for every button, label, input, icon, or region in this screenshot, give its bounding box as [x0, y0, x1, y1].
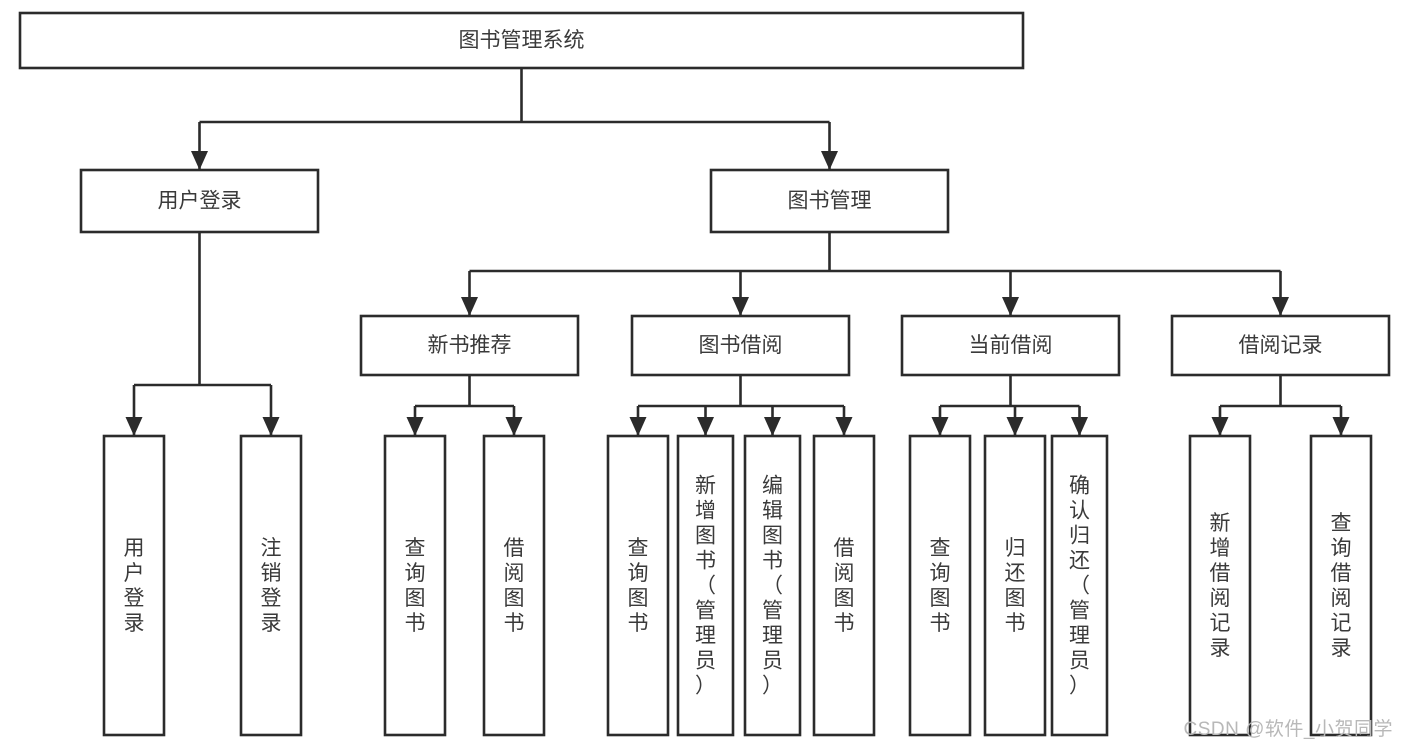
arrow-head-icon — [191, 151, 208, 170]
node-book-borrow-label: 图书借阅 — [699, 334, 783, 357]
node-leaf-confirm-return-admin-label: 确认归还（管理员） — [1069, 475, 1090, 698]
node-current-borrow[interactable]: 当前借阅 — [900, 314, 1121, 377]
node-user-login[interactable]: 用户登录 — [79, 168, 320, 234]
node-leaf-query-book-cur-label: 查询图书 — [930, 537, 951, 635]
node-leaf-add-borrow-record-label: 新增借阅记录 — [1210, 512, 1231, 660]
node-leaf-return-book-label: 归还图书 — [1005, 537, 1026, 635]
node-leaf-query-borrow-record[interactable]: 查询借阅记录 — [1309, 434, 1373, 737]
node-book-manage[interactable]: 图书管理 — [709, 168, 950, 234]
node-leaf-edit-book-admin[interactable]: 编辑图书（管理员） — [743, 434, 802, 737]
arrow-head-icon — [931, 417, 949, 436]
arrow-head-icon — [629, 417, 647, 436]
node-leaf-return-book[interactable]: 归还图书 — [983, 434, 1047, 737]
node-current-borrow-box — [900, 314, 1121, 377]
node-leaf-return-book-box — [983, 434, 1047, 737]
node-leaf-query-book-rec-box — [383, 434, 447, 737]
node-leaf-query-borrow-record-label: 查询借阅记录 — [1331, 512, 1352, 660]
node-leaf-edit-book-admin-box — [743, 434, 802, 737]
node-new-book-rec-box — [359, 314, 580, 377]
node-borrow-record-label: 借阅记录 — [1239, 334, 1323, 357]
node-leaf-add-book-admin-label: 新增图书（管理员） — [695, 475, 716, 698]
arrow-head-icon — [764, 417, 781, 436]
node-new-book-rec-label: 新书推荐 — [428, 334, 512, 357]
node-leaf-query-book-rec[interactable]: 查询图书 — [383, 434, 447, 737]
node-leaf-user-login-label: 用户登录 — [124, 537, 145, 635]
node-leaf-query-book-cur[interactable]: 查询图书 — [908, 434, 972, 737]
node-leaf-borrow-book-rec-box — [482, 434, 546, 737]
node-leaf-borrow-book-label: 借阅图书 — [834, 537, 855, 635]
node-leaf-add-book-admin[interactable]: 新增图书（管理员） — [676, 434, 735, 737]
node-leaf-query-book-rec-label: 查询图书 — [405, 537, 426, 635]
arrow-head-icon — [461, 297, 478, 316]
arrow-head-icon — [1002, 297, 1019, 316]
node-root[interactable]: 图书管理系统 — [18, 11, 1025, 70]
node-layer: 图书管理系统用户登录图书管理新书推荐图书借阅当前借阅借阅记录用户登录注销登录查询… — [18, 11, 1391, 737]
node-leaf-borrow-book[interactable]: 借阅图书 — [812, 434, 876, 737]
node-leaf-add-borrow-record[interactable]: 新增借阅记录 — [1188, 434, 1252, 737]
node-book-manage-box — [709, 168, 950, 234]
node-leaf-query-borrow-record-box — [1309, 434, 1373, 737]
node-borrow-record[interactable]: 借阅记录 — [1170, 314, 1391, 377]
arrow-head-icon — [1211, 417, 1229, 436]
connector-layer — [125, 68, 1350, 436]
arrow-head-icon — [262, 417, 280, 436]
node-leaf-query-book-borrow-box — [606, 434, 670, 737]
node-leaf-confirm-return-admin-box — [1050, 434, 1109, 737]
arrow-head-icon — [125, 417, 143, 436]
node-root-box — [18, 11, 1025, 70]
node-user-login-label: 用户登录 — [158, 190, 242, 213]
node-leaf-user-login[interactable]: 用户登录 — [102, 434, 166, 737]
node-leaf-borrow-book-box — [812, 434, 876, 737]
node-root-label: 图书管理系统 — [459, 29, 585, 52]
arrow-head-icon — [1071, 417, 1088, 436]
arrow-head-icon — [1272, 297, 1289, 316]
node-borrow-record-box — [1170, 314, 1391, 377]
node-leaf-query-book-cur-box — [908, 434, 972, 737]
node-leaf-user-logout-box — [239, 434, 303, 737]
node-leaf-borrow-book-rec-label: 借阅图书 — [504, 537, 525, 635]
arrow-head-icon — [1006, 417, 1024, 436]
node-leaf-user-logout-label: 注销登录 — [261, 537, 282, 635]
node-leaf-add-borrow-record-box — [1188, 434, 1252, 737]
node-leaf-query-book-borrow-label: 查询图书 — [628, 537, 649, 635]
arrow-head-icon — [835, 417, 853, 436]
node-book-borrow-box — [630, 314, 851, 377]
node-leaf-user-logout[interactable]: 注销登录 — [239, 434, 303, 737]
node-current-borrow-label: 当前借阅 — [969, 334, 1053, 357]
arrow-head-icon — [697, 417, 714, 436]
node-book-manage-label: 图书管理 — [788, 190, 872, 213]
node-leaf-confirm-return-admin[interactable]: 确认归还（管理员） — [1050, 434, 1109, 737]
arrow-head-icon — [406, 417, 424, 436]
node-book-borrow[interactable]: 图书借阅 — [630, 314, 851, 377]
arrow-head-icon — [732, 297, 749, 316]
arrow-head-icon — [505, 417, 523, 436]
arrow-head-icon — [821, 151, 838, 170]
node-new-book-rec[interactable]: 新书推荐 — [359, 314, 580, 377]
arrow-head-icon — [1332, 417, 1350, 436]
node-leaf-query-book-borrow[interactable]: 查询图书 — [606, 434, 670, 737]
node-leaf-borrow-book-rec[interactable]: 借阅图书 — [482, 434, 546, 737]
node-leaf-add-book-admin-box — [676, 434, 735, 737]
node-leaf-user-login-box — [102, 434, 166, 737]
node-leaf-edit-book-admin-label: 编辑图书（管理员） — [762, 475, 783, 698]
node-user-login-box — [79, 168, 320, 234]
